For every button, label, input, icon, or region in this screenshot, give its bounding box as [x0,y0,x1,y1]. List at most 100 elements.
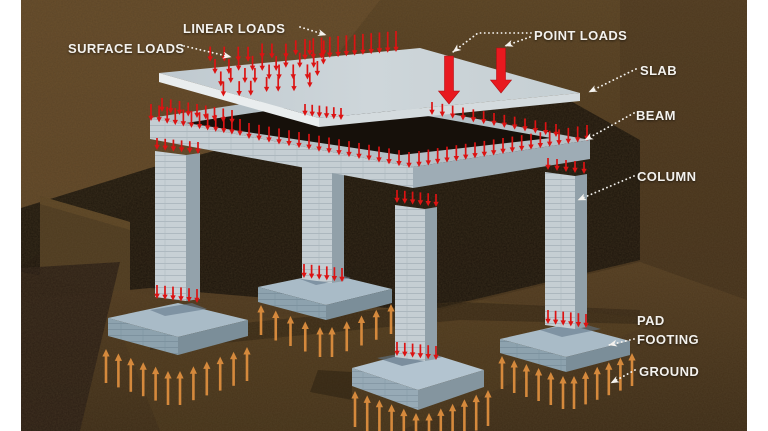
column-top-loads [154,138,160,150]
linear-loads-slab-back-edge [335,36,341,58]
slab-edge-front-left [159,73,319,127]
ground-reaction-arrow [257,305,265,335]
beam-front-left-loads [286,130,292,147]
linear-loads-slab-back-edge [368,33,374,55]
column-top-loads [417,192,424,206]
linear-loads-slab-back-edge [310,38,316,60]
pad-footings [108,273,630,410]
column-base-loads [394,342,400,356]
column-top-loads [425,193,431,207]
linear-loads-slab-back-edge [343,35,350,57]
label-column: COLUMN [637,169,697,184]
beam-front-left-loads [336,139,342,156]
column-top-loads [563,160,569,172]
surface-loads-row [228,68,234,84]
ground-reaction-arrow [616,357,624,391]
linear-loads-slab-back-edge [360,33,366,55]
label-linear-loads: LINEAR LOADS [183,21,286,36]
column-top-loads [316,105,323,118]
beam-front-right-loads [472,142,478,159]
beam-back-loads [532,120,539,134]
column-base-loads [425,345,431,360]
column-right [545,172,587,329]
label-pad-footing-line1: PAD [637,313,665,328]
ground-reaction-arrow [152,366,160,401]
beam-front-right-loads [416,151,422,167]
column-top-loads [178,140,185,153]
column-base-loads [409,343,416,358]
ground-reaction-arrow [582,371,590,405]
label-connector-ground [610,369,636,384]
beam-back-loads [553,124,559,137]
column-top-loads [309,104,315,117]
beam-left-loads [220,108,226,123]
ground-reaction-arrow [387,304,395,334]
surface-loads-row [276,64,282,80]
beam-front-left-loads [296,132,302,149]
linear-loads-slab-back-edge [318,37,325,59]
column-base-loads [194,289,200,303]
ground-reaction-arrow [388,404,396,431]
soil-background [21,0,747,431]
surface-loads-row [248,80,254,96]
ground-reaction-arrows [102,304,636,431]
beam-left-loads [164,106,170,124]
ground-reaction-arrow [484,390,492,426]
beam-front-left-loads [246,123,252,139]
beam-front-left-loads [406,152,412,168]
surface-loads-row [249,55,256,71]
surface-loads-row [293,40,299,56]
beam-front-right-loads [490,139,497,156]
column-top-loads [302,104,308,116]
surface-loads-row [297,52,303,68]
beam-front-right-loads [444,146,450,163]
label-surface-loads: SURFACE LOADS [68,41,185,56]
slab-edge-front-right [319,93,580,127]
beam-front-right-loads [453,145,460,162]
ground-reaction-arrow [437,408,445,431]
label-connector-point_loads [452,32,532,53]
beam-left-loads [156,105,162,123]
beam-front-right-loads [509,136,516,153]
beam-back-loads [501,114,508,128]
pad-footing-back-left [258,273,392,320]
linear-loads-slab-back-edge [376,32,383,54]
beam-front-right-loads [434,148,441,165]
label-pad-footing: PAD FOOTING [637,311,699,349]
beam-front-left-loads [326,137,332,154]
column-top-loads [170,139,177,152]
ground-reaction-arrow [316,327,324,357]
surface-loads-row [273,55,279,71]
label-connector-column [577,175,635,201]
column-base-loads [552,310,559,325]
linear-loads-slab-back-edge [351,34,358,56]
ground-reaction-arrow [472,394,480,431]
linear-loads-slab-back-edge [393,31,399,52]
surface-loads-row [259,43,265,59]
ground-reaction-arrow [343,321,351,352]
slab [159,48,580,127]
column-top-loads [409,191,416,205]
ground-reaction-arrow [372,309,380,340]
column-base-loads [560,311,566,326]
beam-front-left-loads [396,150,402,167]
linear-loads-slab-back-edge [385,31,391,53]
beam-back-loads [449,105,456,119]
beam-back-loads [522,118,528,132]
beam-front-left-loads [276,128,282,145]
column-base-loads [308,264,315,279]
column-base-loads [545,310,551,324]
beam-left-loads [229,110,235,124]
beam-front-left-loads [366,144,372,161]
label-connector-pad_footing [608,338,635,347]
column-top-loads [572,161,578,173]
label-connectors [183,26,637,384]
beam-front-right-loads [546,130,553,147]
beam-front-right-loads [537,132,544,149]
ground-reaction-arrow [400,408,408,431]
surface-loads-row [269,43,275,59]
surface-loads-row [252,67,258,83]
beam-front-left-loads [356,142,362,159]
beam-left-loads [194,104,200,118]
pad-footing-right [500,323,630,372]
